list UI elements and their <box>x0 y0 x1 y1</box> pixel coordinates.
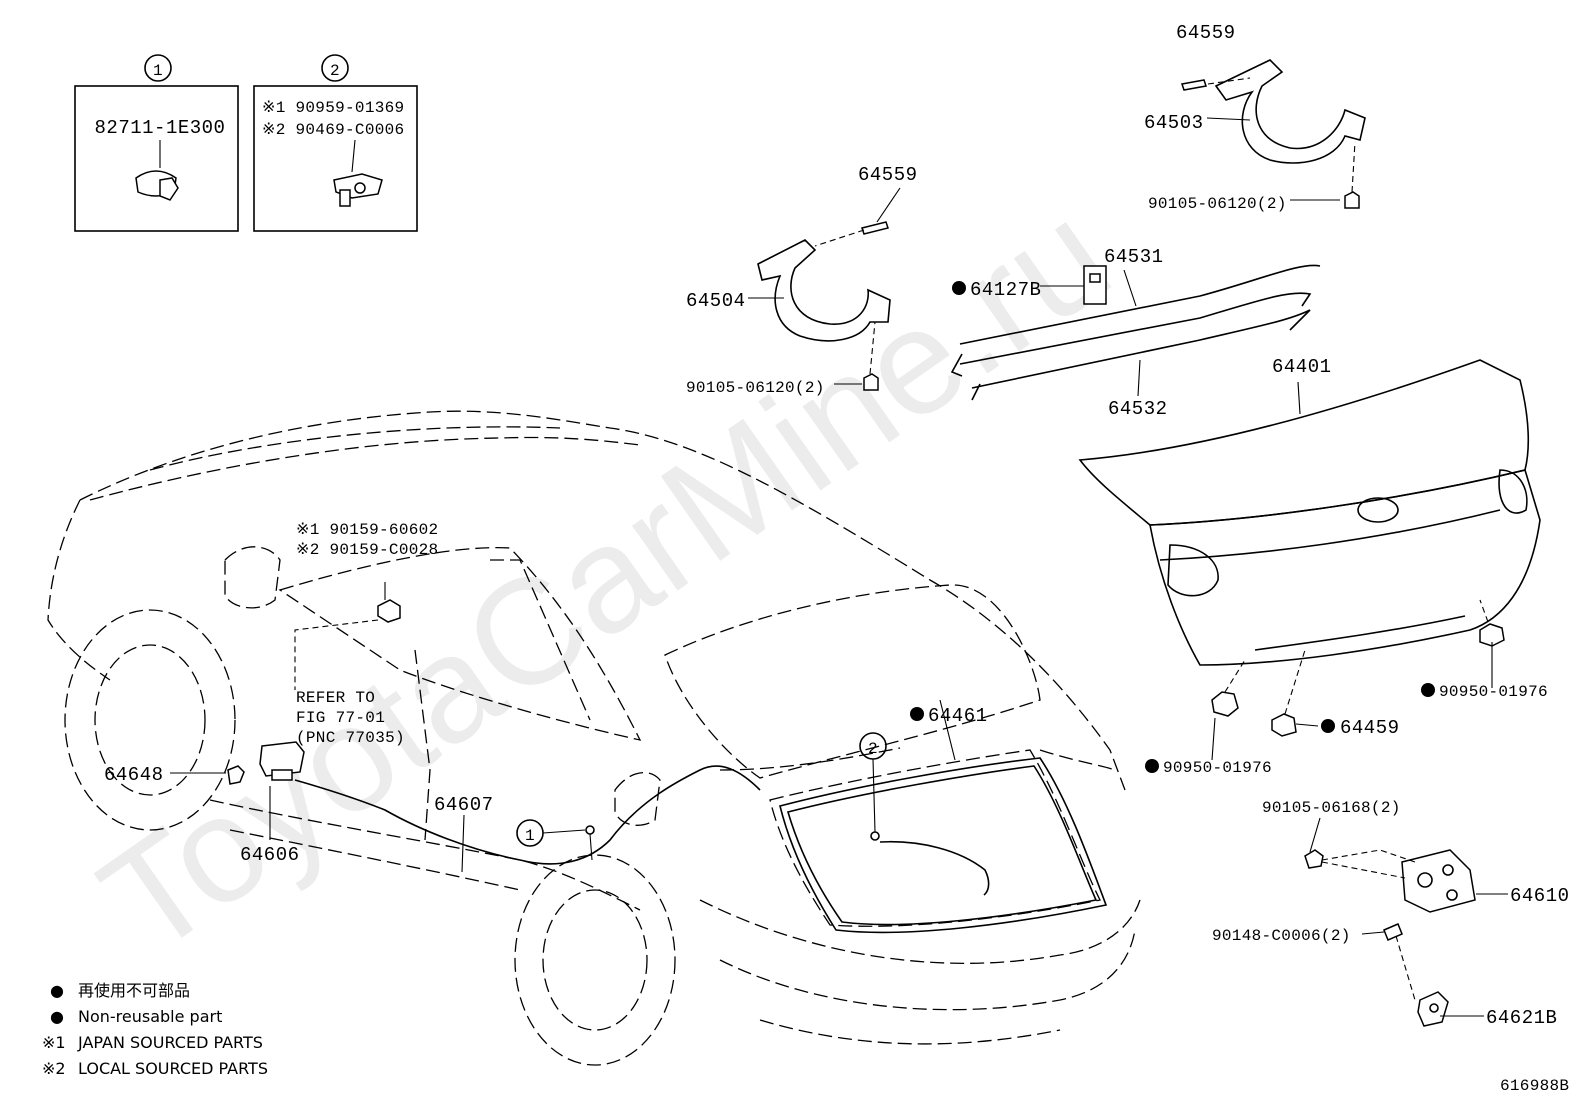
inset-1-number: 1 <box>153 62 163 80</box>
trunk-lid-64401 <box>1078 359 1541 666</box>
label-90950-right: 90950-01976 <box>1439 683 1548 701</box>
inset-2: 2 ※1 90959-01369 ※2 90469-C0006 <box>253 54 418 232</box>
striker-64621B-icon <box>1417 991 1449 1027</box>
label-64610: 64610 <box>1510 885 1570 907</box>
cushion-90950-left-icon <box>1211 659 1246 717</box>
inset-1-box <box>74 85 239 232</box>
label-64621B: 64621B <box>1486 1007 1557 1029</box>
inset-2-circle <box>321 54 349 82</box>
clip-90469-icon <box>333 173 383 207</box>
legend-mark-2: ● <box>50 1007 64 1026</box>
label-90105-06120-mid: 90105-06120(2) <box>686 379 825 397</box>
legend-text-4: LOCAL SOURCED PARTS <box>78 1059 268 1078</box>
connector-64648-icon <box>227 765 245 785</box>
label-90950-left: 90950-01976 <box>1163 759 1272 777</box>
wire-harness-64607 <box>294 765 990 896</box>
bolt-90148-icon <box>1383 923 1416 1001</box>
rod-64531 <box>959 264 1321 345</box>
label-64532: 64532 <box>1108 398 1168 420</box>
label-64504: 64504 <box>686 290 746 312</box>
cushion-90950-right-icon <box>1479 599 1505 647</box>
bolt-90105-mid-icon <box>863 373 879 391</box>
inset-1-circle <box>144 54 172 82</box>
label-refer-1: REFER TO <box>296 689 375 707</box>
clip-64127B-icon <box>1083 265 1107 305</box>
legend-mark-1: ● <box>50 981 64 1000</box>
bolt-64559-mid-icon <box>861 221 889 235</box>
rod-64532 <box>971 309 1311 389</box>
label-64648: 64648 <box>104 764 164 786</box>
label-90148: 90148-C0006(2) <box>1212 927 1351 945</box>
lock-64610-icon <box>1401 849 1476 913</box>
inset-2-line-1: ※1 90959-01369 <box>262 99 404 117</box>
torsion-rods <box>950 264 1321 401</box>
label-64559-top: 64559 <box>1176 22 1236 44</box>
label-90159-1: ※1 90159-60602 <box>296 521 438 539</box>
car-body-outline <box>47 410 1141 1066</box>
nonreusable-dot-64461 <box>910 707 924 721</box>
label-64607: 64607 <box>434 794 494 816</box>
nonreusable-dot-64127B <box>952 281 966 295</box>
legend-text-2: Non-reusable part <box>78 1007 222 1026</box>
grommet-64459-icon <box>1271 649 1306 737</box>
bolt-64559-top-icon <box>1181 79 1207 91</box>
weatherstrip-64461 <box>779 757 1108 934</box>
bolt-90159-icon <box>294 582 401 690</box>
figure-code: 616988B <box>1500 1077 1569 1095</box>
callout-circle-2-label: 2 <box>868 740 878 758</box>
nonreusable-dot-90950-left <box>1145 759 1159 773</box>
label-64606: 64606 <box>240 844 300 866</box>
nonreusable-dot-90950-right <box>1421 683 1435 697</box>
bolt-90105-06168-icon <box>1304 849 1416 879</box>
nonreusable-dot-64459 <box>1321 719 1335 733</box>
inset-1: 1 82711-1E300 <box>74 54 239 232</box>
bolt-90105-top-icon <box>1344 191 1360 209</box>
inset-2-line-2: ※2 90469-C0006 <box>262 121 404 139</box>
legend-mark-4: ※2 <box>42 1059 66 1078</box>
callout-circle-1-label: 1 <box>525 827 535 845</box>
label-90159-2: ※2 90159-C0028 <box>296 541 438 559</box>
inset-2-number: 2 <box>330 62 340 80</box>
label-refer-3: (PNC 77035) <box>296 729 405 747</box>
label-64401: 64401 <box>1272 356 1332 378</box>
hinge-64503 <box>1181 59 1366 209</box>
label-90105-06120-top: 90105-06120(2) <box>1148 195 1287 213</box>
label-64127B: 64127B <box>970 279 1041 301</box>
label-refer-2: FIG 77-01 <box>296 709 385 727</box>
clip-82711-icon <box>135 170 179 201</box>
inset-1-partno: 82711-1E300 <box>95 117 226 139</box>
label-64531: 64531 <box>1104 246 1164 268</box>
legend: ● 再使用不可部品 ● Non-reusable part ※1 JAPAN S… <box>42 981 268 1078</box>
label-90105-06168: 90105-06168(2) <box>1262 799 1401 817</box>
inset-2-box <box>253 85 418 232</box>
legend-text-1: 再使用不可部品 <box>78 981 190 1000</box>
legend-mark-3: ※1 <box>42 1033 66 1052</box>
switch-64606-icon <box>259 741 305 781</box>
label-64503: 64503 <box>1144 112 1204 134</box>
hinge-64504 <box>757 221 891 391</box>
label-64459: 64459 <box>1340 717 1400 739</box>
legend-text-3: JAPAN SOURCED PARTS <box>77 1033 263 1052</box>
label-64461: 64461 <box>928 705 988 727</box>
label-64559-mid: 64559 <box>858 164 918 186</box>
